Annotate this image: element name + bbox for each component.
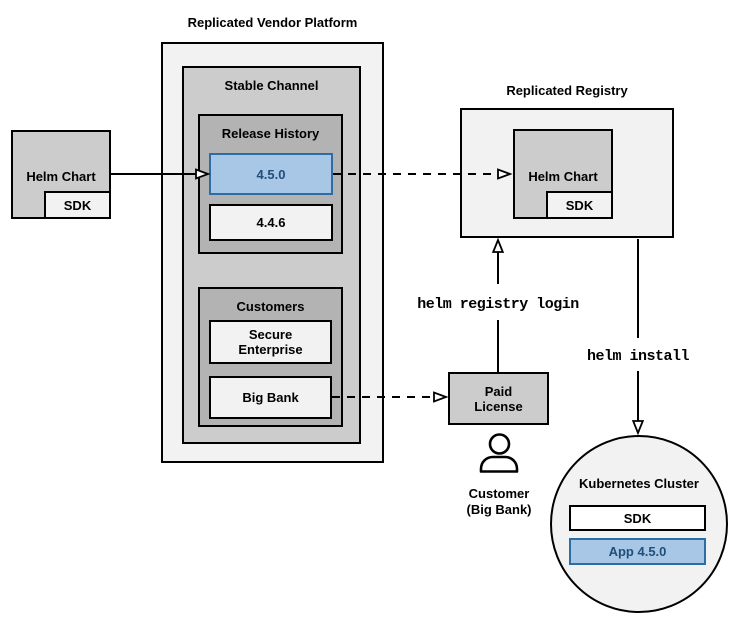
registry-sdk-box: SDK: [546, 191, 613, 219]
helm-chart-source-label: Helm Chart: [26, 169, 96, 184]
arrow-registry-to-cluster-down: [631, 239, 645, 436]
paid-license-box: Paid License: [448, 372, 549, 425]
paid-license-label: Paid License: [474, 383, 523, 414]
customer-detail: (Big Bank): [466, 502, 532, 517]
app-version-label: App 4.5.0: [608, 544, 667, 559]
sdk-label: SDK: [565, 197, 594, 213]
kubernetes-cluster-label: Kubernetes Cluster: [579, 476, 699, 491]
platform-title: Replicated Vendor Platform: [187, 15, 358, 30]
registry-title: Replicated Registry: [506, 83, 628, 98]
release-4-4-6: 4.4.6: [209, 204, 333, 241]
person-icon: [479, 433, 519, 473]
release-4-5-0: 4.5.0: [209, 153, 333, 195]
registry-helm-chart-label: Helm Chart: [528, 169, 598, 184]
helm-registry-login-command: helm registry login: [417, 296, 579, 313]
customer-caption: Customer (Big Bank): [445, 486, 553, 518]
release-version: 4.5.0: [256, 166, 286, 182]
release-history-label: Release History: [221, 126, 320, 141]
customer-name: Customer: [468, 486, 530, 501]
cluster-sdk-box: SDK: [569, 505, 706, 531]
customers-label: Customers: [236, 299, 305, 314]
helm-chart-source-sdk-box: SDK: [44, 191, 111, 219]
customer-secure-enterprise: Secure Enterprise: [209, 320, 332, 364]
sdk-label: SDK: [63, 197, 92, 213]
cluster-app-box: App 4.5.0: [569, 538, 706, 565]
sdk-label: SDK: [623, 510, 652, 526]
customer-name: Big Bank: [242, 390, 299, 405]
customer-big-bank: Big Bank: [209, 376, 332, 419]
helm-install-command: helm install: [586, 348, 690, 365]
stable-channel-label: Stable Channel: [224, 78, 319, 93]
customer-name: Secure Enterprise: [238, 327, 303, 357]
release-version: 4.4.6: [256, 215, 286, 230]
